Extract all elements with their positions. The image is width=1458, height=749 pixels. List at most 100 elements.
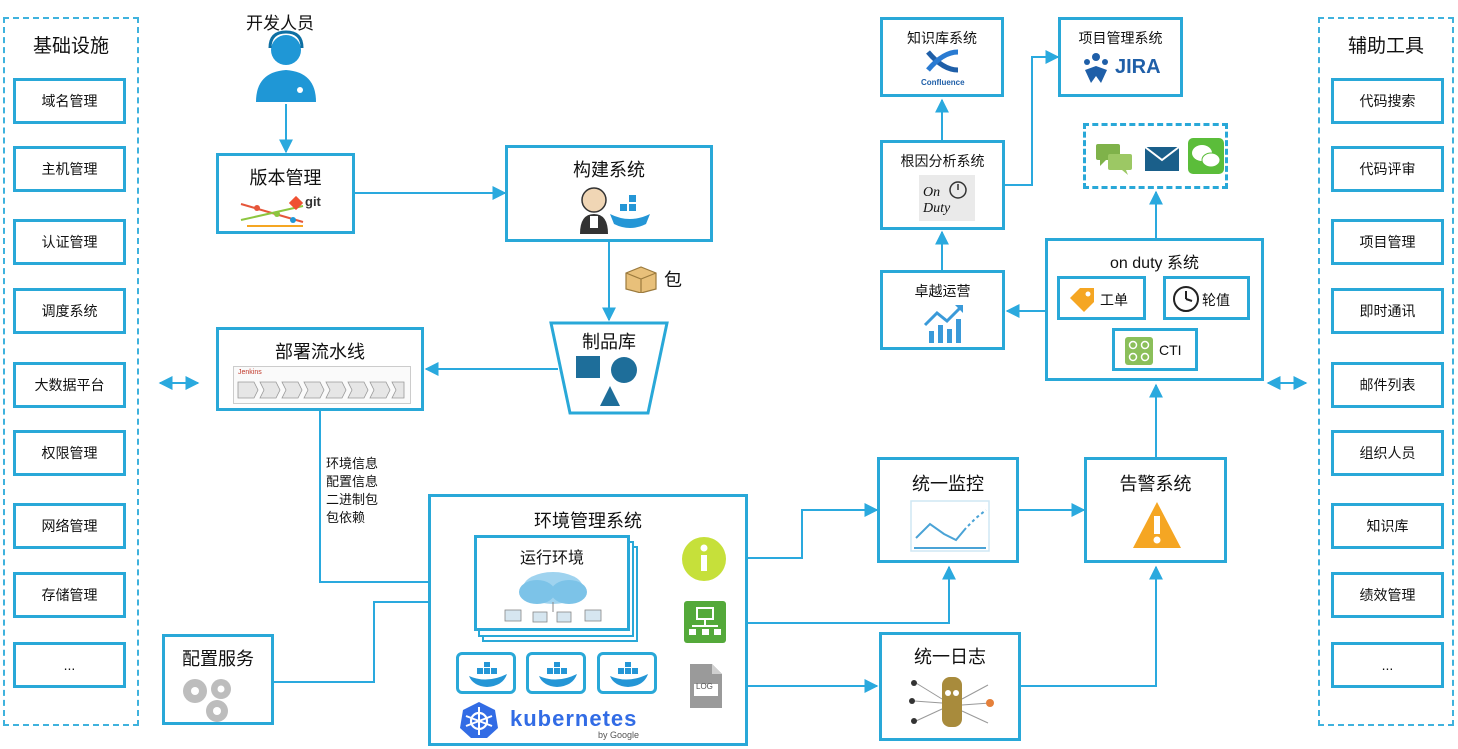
tool-item-kb[interactable]: 知识库 (1331, 503, 1444, 549)
deploy-pipeline-box[interactable]: 部署流水线 Jenkins (216, 327, 424, 411)
deploy-pipeline-title: 部署流水线 (275, 342, 365, 362)
package-label: 包 (664, 270, 682, 290)
confluence-icon (926, 49, 959, 73)
git-branch-icon (240, 203, 304, 227)
arrow-rca-to-jira (1005, 50, 1060, 186)
warning-icon (1133, 502, 1181, 548)
onduty-logo-line2: Duty (923, 201, 951, 216)
config-service-title: 配置服务 (182, 649, 254, 669)
onduty-logo-line1: On (923, 185, 941, 200)
runtime-env-box[interactable]: 运行环境 (474, 535, 630, 631)
info-icon (682, 537, 726, 581)
build-system-title: 构建系统 (573, 160, 645, 180)
confluence-text: Confluence (921, 78, 965, 87)
developer-icon (256, 30, 316, 102)
package-icon (625, 266, 657, 293)
arrow-logging-to-alert (1021, 565, 1163, 687)
onduty-logo: On Duty (919, 175, 975, 221)
arrow-info-to-monitor (728, 503, 879, 559)
env-info-item: 二进制包 (326, 492, 379, 507)
version-control-title: 版本管理 (249, 168, 322, 188)
network-monitor-icon (684, 601, 726, 643)
tool-item-code-search[interactable]: 代码搜索 (1331, 78, 1444, 124)
project-mgmt-box[interactable]: 项目管理系统 JIRA (1058, 17, 1183, 97)
stopwatch-icon (949, 181, 967, 199)
infrastructure-panel: 基础设施 (3, 17, 139, 726)
on-duty-title: on duty 系统 (1110, 255, 1199, 272)
root-cause-box[interactable]: 根因分析系统 On Duty (880, 140, 1005, 230)
excellence-ops-box[interactable]: 卓越运营 (880, 270, 1005, 350)
growth-chart-icon (923, 305, 963, 343)
tool-item-org[interactable]: 组织人员 (1331, 430, 1444, 476)
ticket-box[interactable]: 工单 (1057, 276, 1146, 320)
knowledge-base-title: 知识库系统 (907, 30, 977, 46)
env-info-item: 包依赖 (326, 510, 366, 525)
infra-item-bigdata[interactable]: 大数据平台 (13, 362, 126, 408)
excellence-ops-title: 卓越运营 (914, 283, 971, 299)
infra-item-storage[interactable]: 存储管理 (13, 572, 126, 618)
rotation-label: 轮值 (1202, 292, 1230, 308)
cloud-network-icon (504, 572, 602, 623)
tool-item-mailing-list[interactable]: 邮件列表 (1331, 362, 1444, 408)
pipeline-stages-icon (237, 381, 405, 399)
cti-box[interactable]: CTI (1112, 328, 1198, 371)
ticket-label: 工单 (1100, 292, 1128, 308)
artifact-repo-shape[interactable] (548, 320, 670, 416)
infrastructure-title: 基础设施 (32, 36, 109, 57)
git-logo-text: git (305, 194, 321, 209)
build-system-box[interactable]: 构建系统 (505, 145, 713, 242)
log-file-label: LOG (696, 682, 713, 691)
jira-icon (1084, 53, 1108, 83)
config-service-box[interactable]: 配置服务 (162, 634, 274, 725)
kubernetes-subtext: by Google (598, 730, 640, 740)
logging-title: 统一日志 (914, 647, 986, 667)
docker-container-3[interactable] (597, 652, 657, 694)
clock-icon (1173, 286, 1199, 312)
chat-icon (1096, 144, 1132, 175)
tool-item-more[interactable]: ... (1331, 642, 1444, 688)
alerting-box[interactable]: 告警系统 (1084, 457, 1227, 563)
email-icon (1144, 146, 1180, 171)
monitoring-title: 统一监控 (912, 474, 984, 494)
log-aggregation-icon (909, 677, 994, 727)
root-cause-title: 根因分析系统 (900, 153, 985, 169)
rotation-box[interactable]: 轮值 (1163, 276, 1250, 320)
monitoring-box[interactable]: 统一监控 (877, 457, 1019, 563)
gears-icon (183, 679, 231, 722)
infra-item-permission[interactable]: 权限管理 (13, 430, 126, 476)
docker-container-2[interactable] (526, 652, 586, 694)
infra-item-network[interactable]: 网络管理 (13, 503, 126, 549)
tool-item-code-review[interactable]: 代码评审 (1331, 146, 1444, 192)
env-info-item: 配置信息 (326, 474, 379, 489)
arrow-net-to-monitor (728, 565, 956, 624)
wechat-icon (1188, 138, 1224, 174)
docker-icon (610, 662, 648, 687)
env-info-item: 环境信息 (326, 456, 379, 471)
developer-label: 开发人员 (246, 14, 314, 33)
git-logo-icon (289, 196, 303, 210)
docker-icon (469, 662, 507, 687)
env-mgmt-title: 环境管理系统 (534, 511, 642, 531)
infra-item-more[interactable]: ... (13, 642, 126, 688)
kubernetes-icon (460, 702, 498, 738)
tool-item-im[interactable]: 即时通讯 (1331, 288, 1444, 334)
infra-item-host[interactable]: 主机管理 (13, 146, 126, 192)
tool-item-performance[interactable]: 绩效管理 (1331, 572, 1444, 618)
env-info-list: 环境信息 配置信息 二进制包 包依赖 (326, 455, 378, 527)
infra-item-auth[interactable]: 认证管理 (13, 219, 126, 265)
log-file-icon (690, 664, 722, 708)
aux-tools-panel: 辅助工具 (1318, 17, 1454, 726)
knowledge-base-box[interactable]: 知识库系统 Confluence (880, 17, 1004, 97)
logging-box[interactable]: 统一日志 (879, 632, 1021, 741)
aux-tools-title: 辅助工具 (1347, 36, 1424, 57)
kubernetes-text: kubernetes (510, 706, 638, 731)
jenkins-docker-icon (580, 187, 650, 234)
infra-item-domain[interactable]: 域名管理 (13, 78, 126, 124)
infra-item-scheduler[interactable]: 调度系统 (13, 288, 126, 334)
docker-container-1[interactable] (456, 652, 516, 694)
tool-item-project[interactable]: 项目管理 (1331, 219, 1444, 265)
jira-text: JIRA (1115, 56, 1161, 78)
keypad-icon (1125, 337, 1153, 365)
version-control-box[interactable]: 版本管理 git (216, 153, 355, 234)
project-mgmt-title: 项目管理系统 (1078, 30, 1163, 46)
